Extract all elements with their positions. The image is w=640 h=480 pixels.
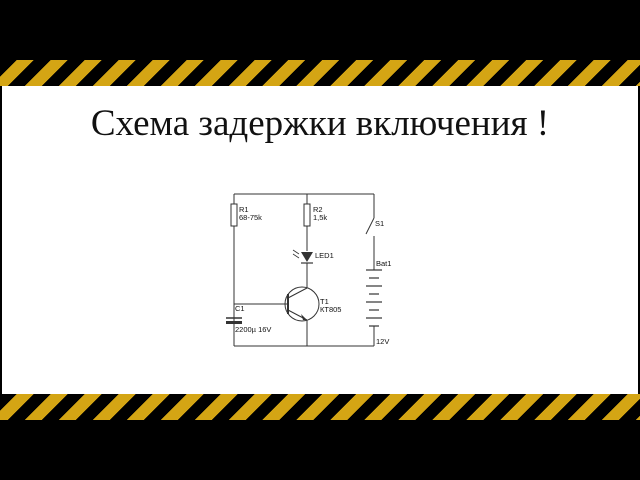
emitter-arrow bbox=[301, 314, 307, 320]
r1-resistor-symbol bbox=[230, 203, 238, 227]
bat1-battery-symbol bbox=[366, 269, 382, 331]
bat1-ref-label: Bat1 bbox=[376, 259, 391, 268]
r1-value-label: 68-75k bbox=[239, 213, 262, 222]
hazard-stripe-bottom bbox=[0, 394, 640, 420]
hazard-stripe-top bbox=[0, 60, 640, 86]
r2-ref-label: R2 bbox=[313, 205, 323, 214]
slide-panel: Схема задержки включения ! bbox=[2, 86, 638, 394]
transistor-collector bbox=[287, 287, 308, 299]
r1-ref-label: R1 bbox=[239, 205, 249, 214]
led-light-rays-icon bbox=[292, 249, 300, 259]
circuit-schematic: R1 68-75k R2 1,5k LED1 S1 Bat1 12V T1 КТ… bbox=[226, 193, 391, 347]
c1-value-label: 2200µ 16V bbox=[235, 325, 271, 334]
s1-switch-symbol bbox=[365, 217, 375, 235]
bat1-value-label: 12V bbox=[376, 337, 389, 346]
c1-ref-label: C1 bbox=[235, 304, 245, 313]
c1-capacitor-plate-negative bbox=[226, 321, 242, 324]
led-ref-label: LED1 bbox=[315, 251, 334, 260]
r2-value-label: 1,5k bbox=[313, 213, 327, 222]
t1-ref-label: T1 bbox=[320, 297, 329, 306]
s1-ref-label: S1 bbox=[375, 219, 384, 228]
r2-resistor-symbol bbox=[303, 203, 311, 227]
led-symbol bbox=[301, 252, 313, 262]
transistor-symbol bbox=[284, 286, 320, 322]
slide-title: Схема задержки включения ! bbox=[90, 103, 550, 144]
t1-value-label: КТ805 bbox=[320, 305, 341, 314]
